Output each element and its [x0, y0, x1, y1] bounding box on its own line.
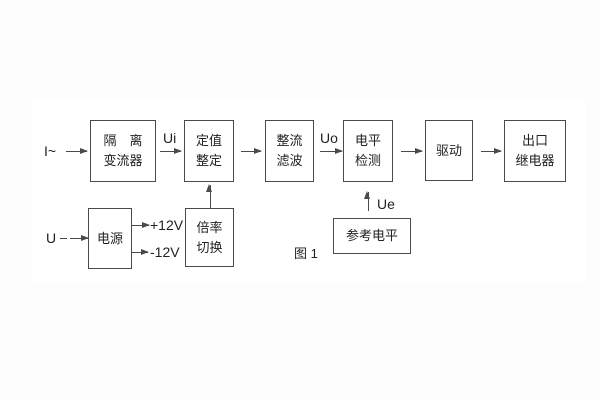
- block-reference-level: 参考电平: [333, 218, 411, 254]
- arrow-right-icon-input-i: [66, 148, 88, 154]
- arrow-right-icon-setting-to-rectifier: [241, 148, 262, 154]
- arrow-right-icon-rectifier-to-level: [320, 148, 343, 154]
- block-label: 变流器: [103, 153, 143, 168]
- block-label: 继电器: [515, 153, 555, 168]
- arrow-right-icon-level-to-drive: [401, 148, 423, 154]
- block-level-detection: 电平 检测: [343, 120, 393, 182]
- block-label: 切换: [196, 239, 223, 255]
- block-label: 参考电平: [345, 228, 398, 243]
- signal-label-plus12v: +12V: [150, 217, 184, 233]
- signal-label-uo: Uo: [320, 130, 338, 146]
- block-rectifier-filter: 整流 滤波: [265, 120, 314, 182]
- dash-segment-input-u: [60, 238, 67, 239]
- block-label: 电源: [96, 230, 123, 246]
- block-label: 倍率: [196, 219, 223, 235]
- block-label: 隔 离: [103, 133, 143, 148]
- block-output-relay: 出口 继电器: [504, 120, 566, 182]
- arrow-up-icon-reference-to-level: [364, 191, 370, 211]
- arrow-up-icon-multiplier-to-setting: [206, 184, 212, 208]
- block-label: 电平: [354, 133, 381, 148]
- figure-caption: 图 1: [294, 246, 318, 261]
- block-setpoint-setting: 定值 整定: [184, 120, 234, 182]
- arrow-right-icon-minus12v: [132, 249, 149, 255]
- signal-label-ui: Ui: [163, 130, 177, 146]
- signal-label-ue: Ue: [377, 196, 395, 212]
- block-label: 定值: [195, 133, 222, 148]
- block-multiplier-switch: 倍率 切换: [185, 208, 234, 267]
- arrow-right-icon-plus12v: [132, 222, 150, 228]
- arrow-right-icon-drive-to-relay: [481, 148, 502, 154]
- arrow-right-icon-input-u: [70, 235, 89, 241]
- block-label: 整定: [195, 153, 222, 168]
- block-label: 驱动: [435, 142, 462, 158]
- block-drive: 驱动: [425, 120, 473, 181]
- input-label-voltage: U: [46, 230, 57, 246]
- block-power-supply: 电源: [88, 208, 132, 269]
- arrow-right-icon-isolation-to-setting: [160, 148, 182, 154]
- block-label: 检测: [354, 153, 381, 168]
- block-label: 出口: [521, 133, 548, 148]
- block-label: 整流: [276, 133, 303, 148]
- block-label: 滤波: [276, 153, 303, 168]
- signal-label-minus12v: -12V: [150, 244, 180, 260]
- input-label-current: I~: [44, 143, 57, 159]
- block-isolation-transformer: 隔 离 变流器: [90, 120, 156, 182]
